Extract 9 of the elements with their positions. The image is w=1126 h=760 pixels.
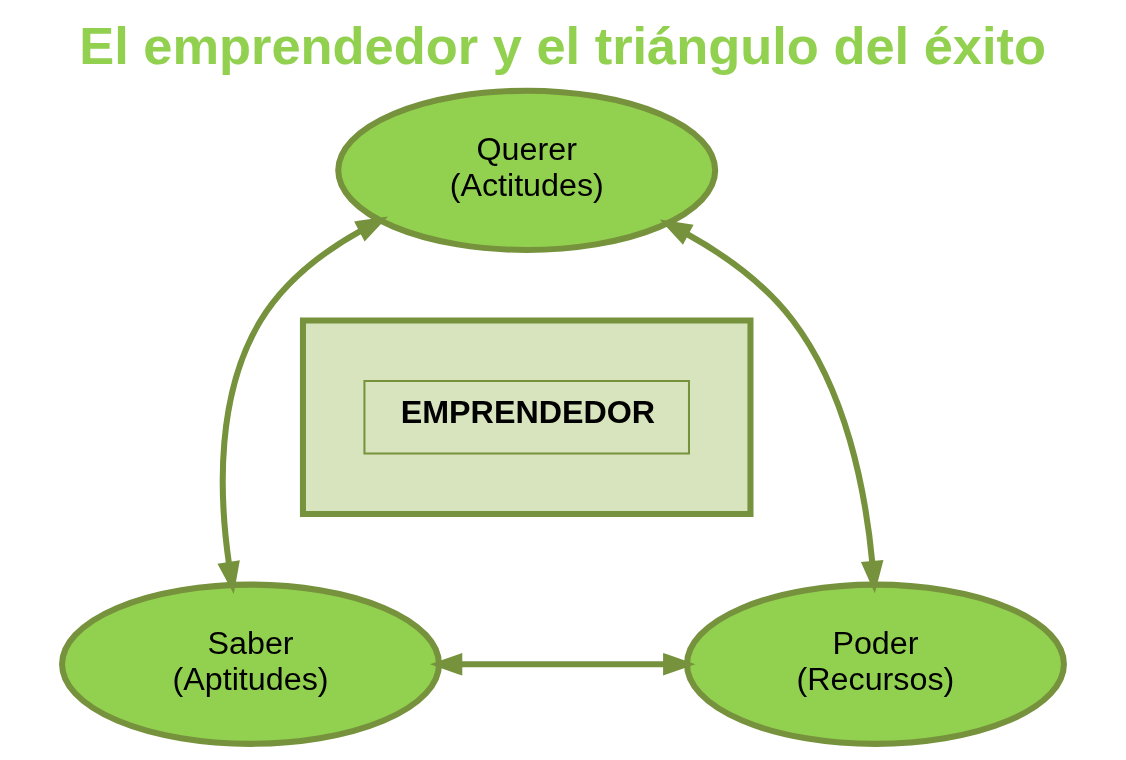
diagram-title: El emprendedor y el triángulo del éxito — [79, 17, 1047, 76]
node-ellipse: Poder (Recursos) — [683, 581, 1067, 747]
arrow — [217, 216, 388, 594]
node-ellipse: Querer (Actitudes) — [335, 87, 719, 253]
cluster — [299, 317, 754, 518]
node-ellipse: Saber (Aptitudes) — [59, 581, 443, 747]
node-box: EMPRENDEDOR — [363, 380, 690, 455]
arrow — [659, 219, 884, 594]
arrow — [429, 652, 696, 676]
